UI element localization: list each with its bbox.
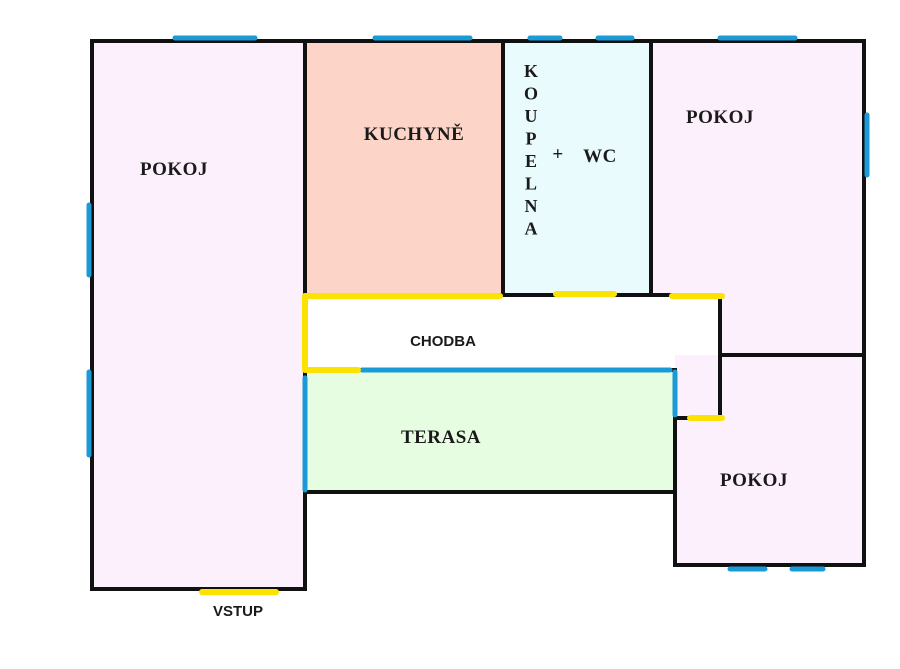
label-koupelna-plus: + [552,144,563,165]
koupelna-letter: E [525,151,537,171]
room-chodba [305,295,720,418]
room-kuchyne [305,41,503,295]
room-koupelna [503,41,651,295]
label-vstup: VSTUP [213,603,263,620]
koupelna-letter: O [524,84,538,104]
room-terasa [305,370,675,492]
label-chodba: CHODBA [410,333,476,350]
label-pokoj-left: POKOJ [140,159,208,180]
room-pokoj-bottom-right [675,355,864,565]
room-pokoj-top-right [651,41,864,355]
koupelna-letter: U [525,106,538,126]
label-terasa: TERASA [401,427,481,448]
windows [86,35,870,572]
koupelna-letter: N [525,196,538,216]
koupelna-letter: K [524,61,538,81]
label-koupelna-wc: WC [583,146,617,167]
koupelna-letter: L [525,174,537,194]
room-pokoj-left [92,41,305,589]
label-pokoj-bottom-right: POKOJ [720,470,788,491]
doors [199,291,725,595]
koupelna-letter: P [526,129,537,149]
label-pokoj-top-right: POKOJ [686,107,754,128]
koupelna-letter: A [525,219,538,239]
label-kuchyne: KUCHYNĚ [364,123,465,145]
